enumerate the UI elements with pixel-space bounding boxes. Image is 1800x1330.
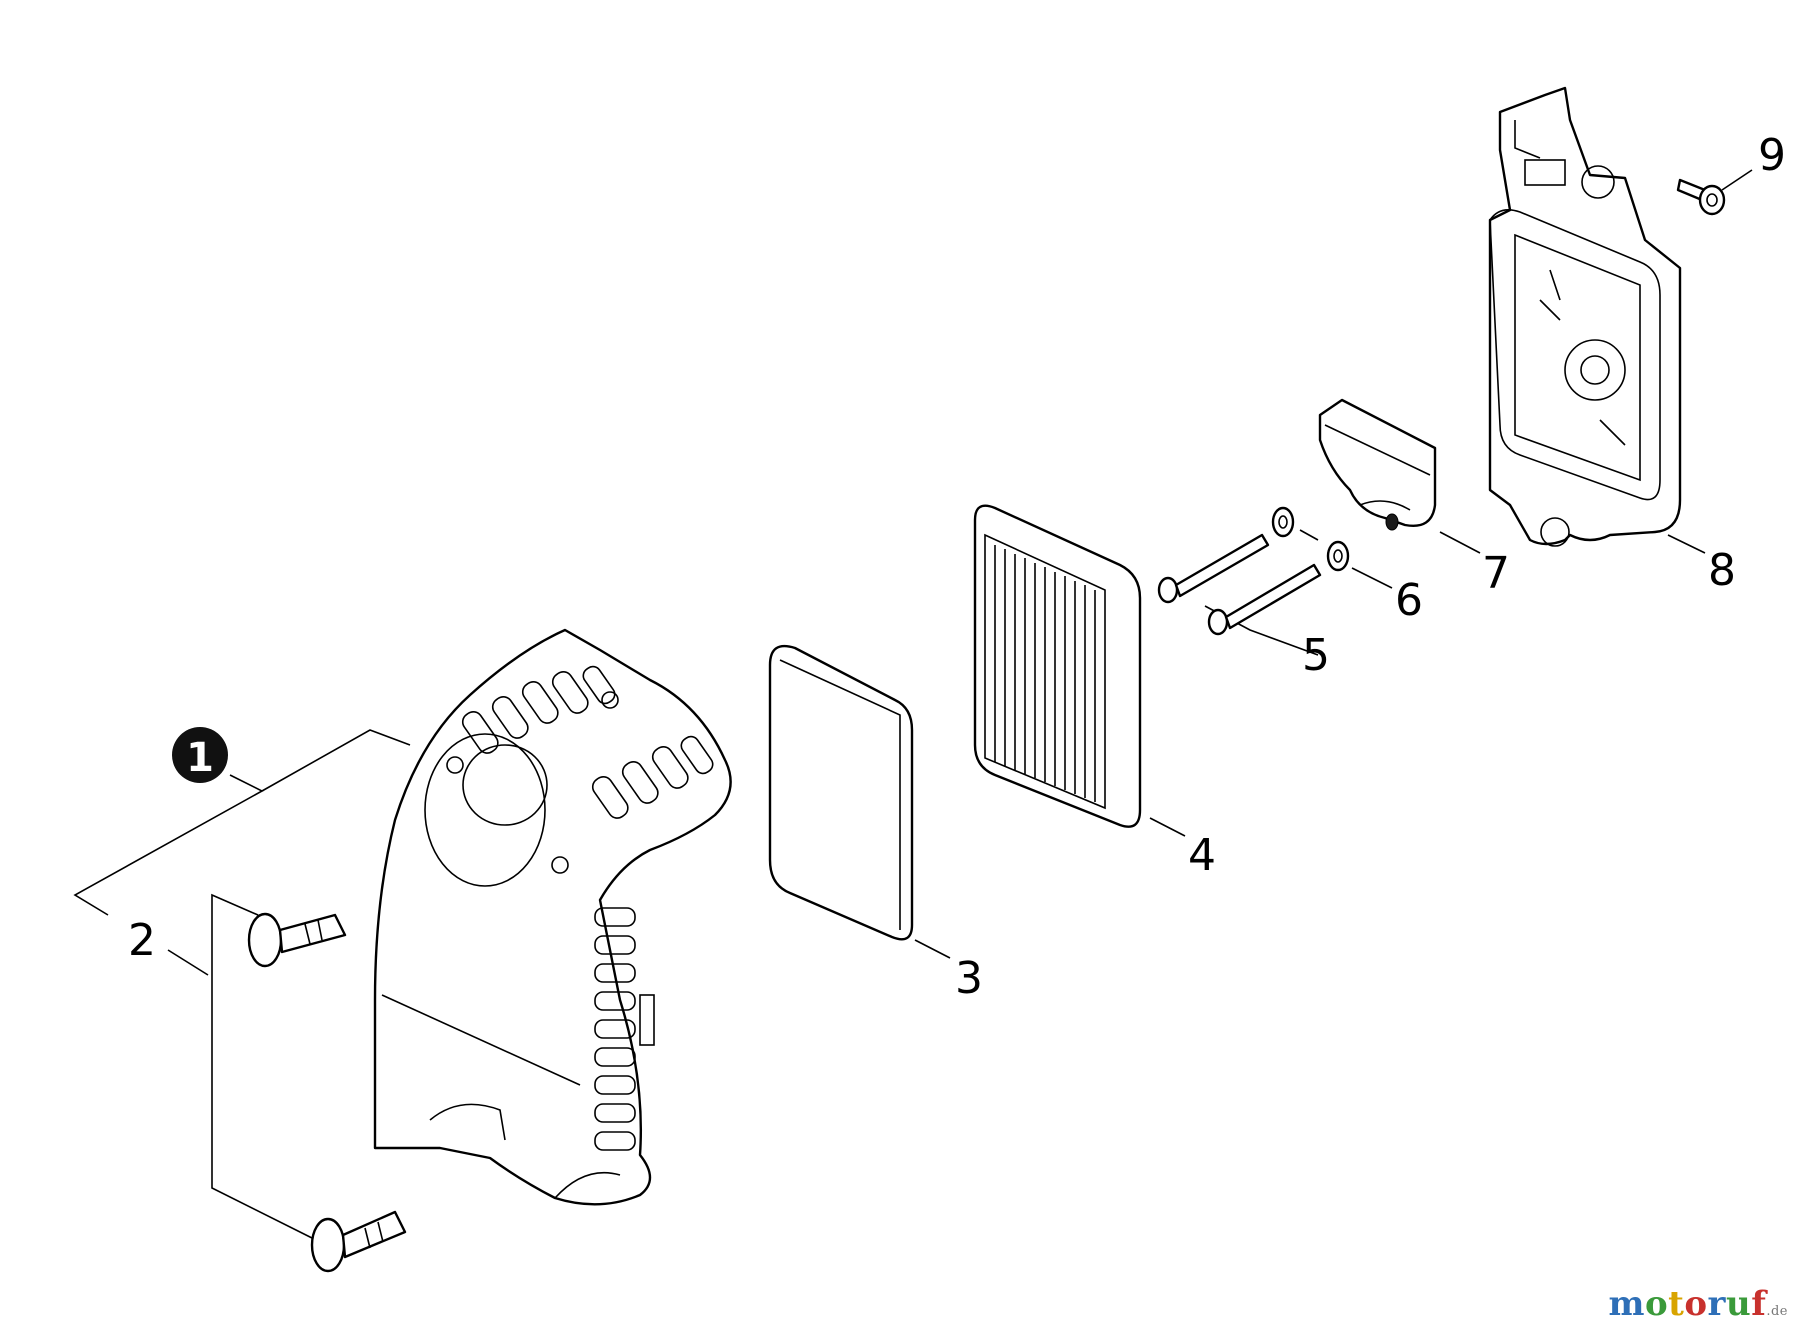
washer-lower [1326,540,1350,572]
watermark-letter: o [1684,1284,1708,1324]
watermark-letter: f [1751,1284,1767,1324]
air-deflector [1318,398,1437,531]
callout-1: 1 [186,735,214,781]
air-filter-cover [373,628,732,1206]
callout-6: 6 [1395,575,1423,626]
pleated-air-filter [973,504,1142,828]
watermark-suffix: .de [1766,1304,1788,1319]
air-filter-base [1488,86,1682,547]
screw-long-lower [1207,563,1322,636]
watermark-letter: u [1725,1284,1752,1324]
callout-3: 3 [955,953,983,1004]
callout-2: 2 [128,915,156,966]
screw-small [1676,178,1726,216]
callout-5: 5 [1302,630,1330,681]
washer-upper [1271,506,1295,538]
watermark-letter: o [1644,1284,1669,1324]
callout-1-badge: 1 [172,727,228,783]
screw-long-upper [1157,533,1270,604]
callout-4: 4 [1188,830,1216,881]
callout-7: 7 [1482,548,1510,599]
screw-upper [247,912,347,968]
watermark-letter: m [1608,1284,1645,1324]
callout-9: 9 [1758,130,1786,181]
pre-filter-pad [768,644,914,941]
watermark-letter: t [1668,1284,1685,1324]
callout-8: 8 [1708,545,1736,596]
watermark-letter: r [1707,1284,1726,1324]
screw-lower [310,1210,407,1273]
watermark-logo: motoruf.de [1608,1284,1788,1324]
